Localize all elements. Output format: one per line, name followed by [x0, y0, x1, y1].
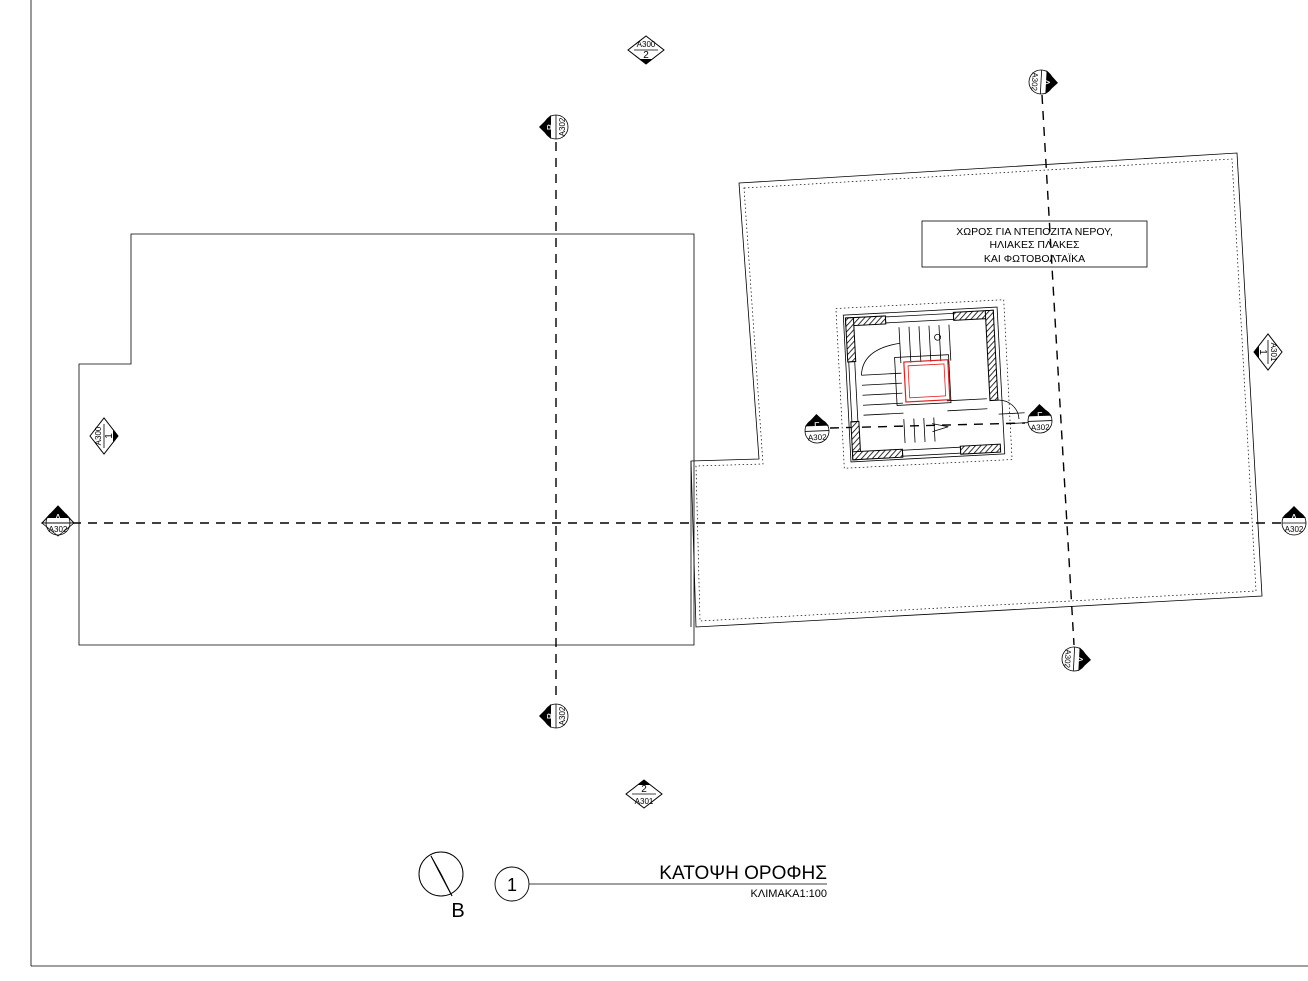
section-marker-d-top[interactable]: Δ A302 — [1028, 69, 1058, 95]
roof-door — [997, 399, 1030, 425]
section-g-right-letter: Γ — [1037, 411, 1043, 422]
section-a-left-sheet: A302 — [49, 525, 68, 534]
elevation-top-sheet: A300 — [637, 40, 656, 49]
section-g-right-sheet: A302 — [1031, 423, 1051, 433]
storage-note: ΧΩΡΟΣ ΓΙΑ ΝΤΕΠΟΖΙΤΑ ΝΕΡΟΥ, ΗΛΙΑΚΕΣ ΠΛΑΚΕ… — [921, 220, 1148, 268]
elevation-bottom-sheet: A301 — [635, 797, 654, 806]
note-line-1: ΧΩΡΟΣ ΓΙΑ ΝΤΕΠΟΖΙΤΑ ΝΕΡΟΥ, — [956, 226, 1113, 238]
elevation-marker-top[interactable]: A300 2 — [627, 35, 665, 65]
section-g-left-letter: Γ — [814, 421, 820, 432]
section-a-right-letter: Α — [1291, 513, 1298, 524]
sheet-border — [30, 0, 1308, 967]
section-line-d — [1041, 94, 1075, 646]
elevation-left-sheet: A300 — [94, 426, 103, 445]
elevation-right-sheet: A301 — [1269, 343, 1278, 362]
section-b-top-sheet: A302 — [558, 117, 567, 136]
section-marker-a-right[interactable]: Α A302 — [1281, 506, 1307, 536]
section-line-g — [829, 422, 1026, 429]
stair-void — [903, 359, 951, 403]
elevation-top-number: 2 — [643, 50, 649, 61]
section-d-top-sheet: A302 — [1029, 72, 1039, 92]
stair-core — [835, 299, 1030, 469]
elevation-marker-right[interactable]: A301 1 — [1253, 333, 1283, 371]
view-scale: ΚΛΙΜΑΚΑ1:100 — [751, 888, 827, 900]
section-marker-g-right[interactable]: Γ A302 — [1027, 404, 1053, 434]
section-marker-a-left[interactable]: Α A302 — [40, 505, 76, 537]
section-b-bottom-letter: Β — [546, 712, 557, 719]
north-arrow: Β — [418, 851, 465, 922]
section-marker-d-bottom[interactable]: Δ A302 — [1061, 646, 1091, 672]
section-marker-b-top[interactable]: Β A302 — [539, 114, 569, 140]
note-line-3: ΚΑΙ ΦΩΤΟΒΟΛΤΑΪΚΑ — [984, 253, 1085, 265]
section-d-bottom-letter: Δ — [1073, 656, 1084, 664]
east-roof-slab — [690, 152, 1263, 628]
elevation-marker-left[interactable]: A300 1 — [89, 417, 119, 455]
section-marker-g-left[interactable]: Γ A302 — [804, 414, 830, 444]
section-marker-b-bottom[interactable]: Β A302 — [539, 703, 569, 729]
section-a-left-letter: Α — [55, 513, 62, 524]
elevation-bottom-number: 2 — [641, 784, 647, 795]
north-label: Β — [451, 900, 464, 922]
section-a-right-sheet: A302 — [1285, 525, 1304, 534]
view-title: ΚΑΤΟΨΗ ΟΡΟΦΗΣ — [659, 863, 827, 884]
section-b-bottom-sheet: A302 — [558, 706, 567, 725]
section-d-bottom-sheet: A302 — [1062, 649, 1072, 669]
section-g-left-sheet: A302 — [808, 433, 828, 443]
stair-treads — [861, 324, 988, 444]
view-title-block: 1 ΚΑΤΟΨΗ ΟΡΟΦΗΣ ΚΛΙΜΑΚΑ1:100 — [494, 863, 827, 902]
elevation-left-number: 1 — [104, 433, 115, 439]
elevation-marker-bottom[interactable]: 2 A301 — [625, 779, 663, 809]
west-roof-outline — [78, 233, 695, 646]
view-number: 1 — [507, 875, 517, 895]
section-b-top-letter: Β — [546, 123, 557, 130]
note-line-2: ΗΛΙΑΚΕΣ ΠΛΑΚΕΣ — [989, 239, 1080, 251]
elevation-right-number: 1 — [1257, 349, 1268, 355]
section-lines — [72, 94, 1283, 700]
section-d-top-letter: Δ — [1040, 79, 1051, 87]
